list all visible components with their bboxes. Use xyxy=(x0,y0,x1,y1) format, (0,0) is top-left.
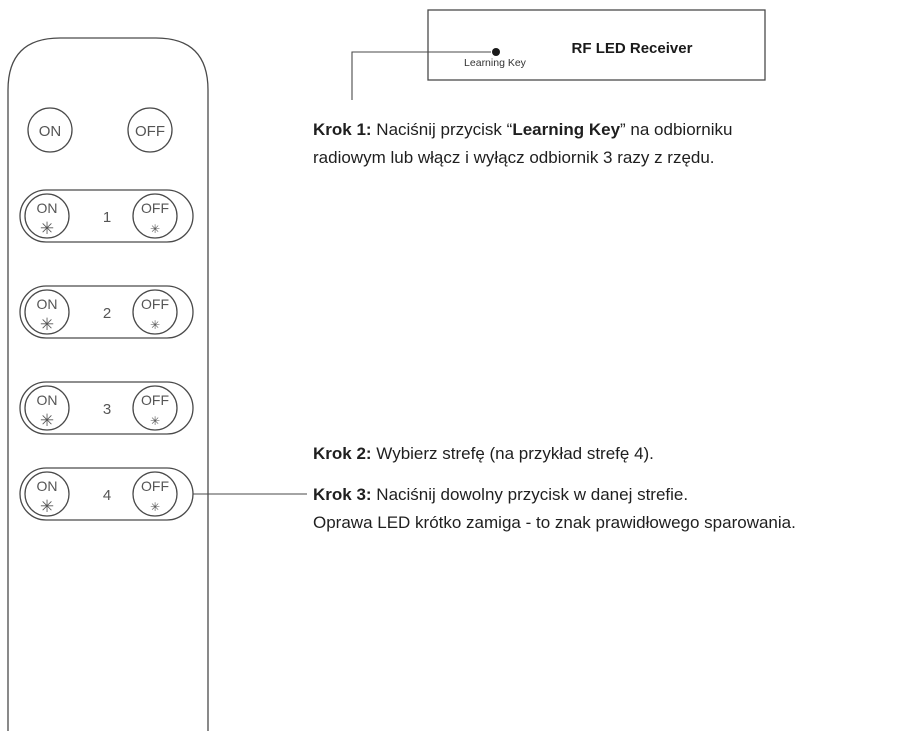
step-3-body: Naciśnij dowolny przycisk w danej strefi… xyxy=(371,485,689,504)
step-1-line-1: Krok 1: Naciśnij przycisk “Learning Key”… xyxy=(313,116,733,144)
step-1-prefix: Krok 1: xyxy=(313,120,372,139)
svg-text:ON: ON xyxy=(39,123,62,140)
dim-icon: ✳ xyxy=(150,500,160,514)
step-3-line-1: Krok 3: Naciśnij dowolny przycisk w dane… xyxy=(313,481,796,509)
zone-4-group: ON ✳ 4 OFF ✳ xyxy=(19,467,194,521)
zone-number: 1 xyxy=(103,209,111,226)
svg-text:OFF: OFF xyxy=(141,478,169,494)
zone-3-off-button[interactable]: OFF ✳ xyxy=(132,385,178,431)
step-1-text-b: ” na odbiorniku xyxy=(620,120,733,139)
zone-number: 4 xyxy=(103,487,111,504)
zone-pill xyxy=(19,189,194,243)
zone-pill xyxy=(19,285,194,339)
zone-pill xyxy=(19,381,194,435)
step-1-key: Learning Key xyxy=(512,120,621,139)
step-3-text: Krok 3: Naciśnij dowolny przycisk w dane… xyxy=(313,481,796,537)
bright-icon: ✳ xyxy=(40,497,54,516)
step-3-prefix: Krok 3: xyxy=(313,485,372,504)
svg-text:ON: ON xyxy=(37,478,58,494)
step-1-text-a: Naciśnij przycisk “ xyxy=(371,120,513,139)
remote-body xyxy=(7,37,209,731)
zone-1-on-button[interactable]: ON ✳ xyxy=(24,193,70,239)
receiver-title: RF LED Receiver xyxy=(572,40,693,57)
zone-2-on-button[interactable]: ON ✳ xyxy=(24,289,70,335)
learning-key-leader-line xyxy=(351,51,491,100)
zone-4-off-button[interactable]: OFF ✳ xyxy=(132,471,178,517)
step-2-prefix: Krok 2: xyxy=(313,444,372,463)
receiver-box xyxy=(427,9,766,81)
svg-text:OFF: OFF xyxy=(141,296,169,312)
zone-4-on-button[interactable]: ON ✳ xyxy=(24,471,70,517)
svg-text:ON: ON xyxy=(37,200,58,216)
svg-text:ON: ON xyxy=(37,392,58,408)
step-1-line-2: radiowym lub włącz i wyłącz odbiornik 3 … xyxy=(313,148,715,167)
svg-text:OFF: OFF xyxy=(141,200,169,216)
bright-icon: ✳ xyxy=(40,219,54,238)
step-2-text: Krok 2: Wybierz strefę (na przykład stre… xyxy=(313,440,654,468)
dim-icon: ✳ xyxy=(150,414,160,428)
bright-icon: ✳ xyxy=(40,315,54,334)
zone-1-off-button[interactable]: OFF ✳ xyxy=(132,193,178,239)
zone-3-group: ON ✳ 3 OFF ✳ xyxy=(19,381,194,435)
learning-key-label: Learning Key xyxy=(464,57,527,69)
dim-icon: ✳ xyxy=(150,318,160,332)
learning-key-button[interactable] xyxy=(492,48,500,56)
zone-3-on-button[interactable]: ON ✳ xyxy=(24,385,70,431)
dim-icon: ✳ xyxy=(150,222,160,236)
step-2-body: Wybierz strefę (na przykład strefę 4). xyxy=(371,444,654,463)
svg-text:OFF: OFF xyxy=(135,123,165,140)
bright-icon: ✳ xyxy=(40,411,54,430)
step-3-line-2: Oprawa LED krótko zamiga - to znak prawi… xyxy=(313,513,796,532)
top-off-button[interactable]: OFF xyxy=(127,107,173,153)
step-1-text: Krok 1: Naciśnij przycisk “Learning Key”… xyxy=(313,116,733,172)
zone-2-off-button[interactable]: OFF ✳ xyxy=(132,289,178,335)
svg-text:ON: ON xyxy=(37,296,58,312)
zone-2-group: ON ✳ 2 OFF ✳ xyxy=(19,285,194,339)
top-on-button[interactable]: ON xyxy=(27,107,73,153)
zone-number: 2 xyxy=(103,305,111,322)
zone-1-group: ON ✳ 1 OFF ✳ xyxy=(19,189,194,243)
zone-number: 3 xyxy=(103,401,111,418)
svg-text:OFF: OFF xyxy=(141,392,169,408)
